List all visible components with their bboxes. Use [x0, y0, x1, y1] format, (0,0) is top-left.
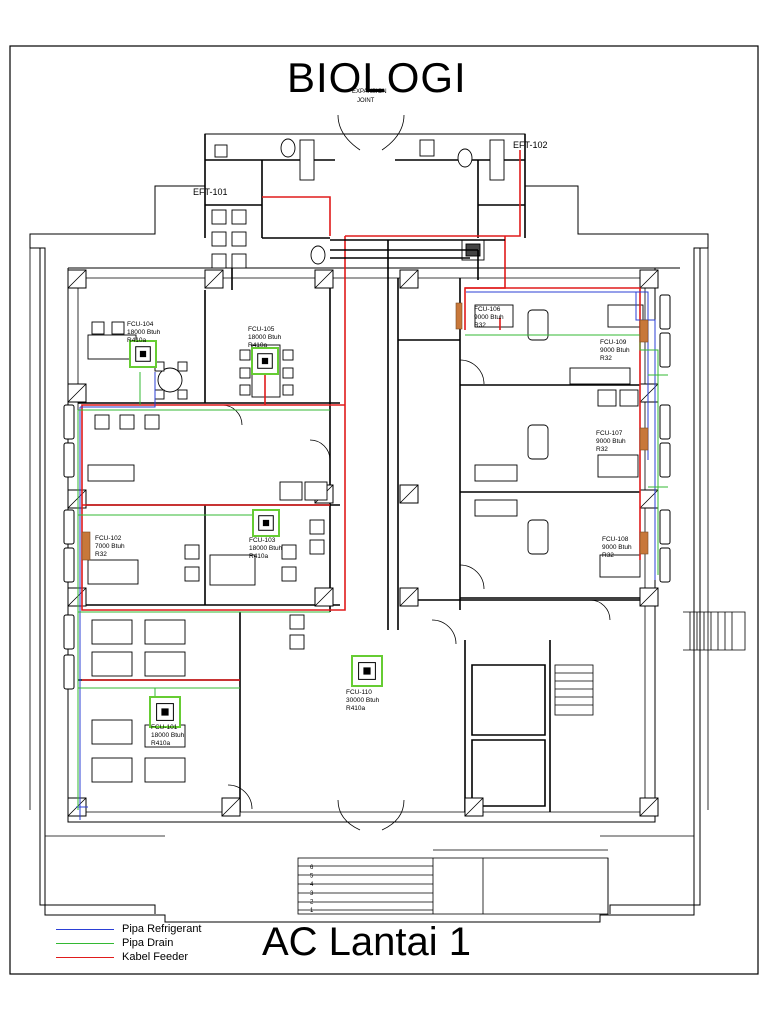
legend-swatch-refrigerant — [56, 928, 114, 930]
legend-label-refrigerant: Pipa Refrigerant — [122, 923, 202, 935]
stair-numbers: 1 2 3 4 5 6 — [310, 865, 314, 914]
fcu-label-line: FCU-110 — [346, 689, 372, 696]
eft-102-label: EFT-102 — [513, 140, 548, 150]
fcu-label-line: FCU-106 — [474, 306, 501, 313]
doors — [221, 114, 611, 831]
stairs — [297, 611, 746, 915]
fcu-label-line: 18000 Btuh — [151, 732, 185, 739]
wall-units — [81, 302, 649, 561]
fcu-core-fcu-103 — [262, 519, 270, 527]
fcu-label-line: R410a — [346, 705, 366, 712]
fcu-label-line: FCU-104 — [127, 321, 154, 328]
fcu-label-line: R32 — [95, 551, 107, 558]
fcu-core-fcu-105 — [261, 357, 269, 365]
fcu-label-line: 9000 Btuh — [602, 544, 632, 551]
legend-item-feeder: Kabel Feeder — [56, 950, 188, 964]
fcu-label-line: 9000 Btuh — [600, 347, 630, 354]
legend-swatch-feeder — [56, 956, 114, 958]
eft-101-label: EFT-101 — [193, 187, 228, 197]
fcu-label-line: FCU-102 — [95, 535, 122, 542]
fcu-label-line: R32 — [600, 355, 612, 362]
fcu-label-line: R32 — [602, 552, 614, 559]
stair-step-number: 5 — [310, 874, 314, 880]
fcu-label-line: R32 — [474, 322, 486, 329]
fcu-label-line: 18000 Btuh — [249, 545, 283, 552]
fcu-label-line: R410a — [249, 553, 269, 560]
expansion-joint-label-2: JOINT — [357, 98, 375, 104]
legend-item-refrigerant: Pipa Refrigerant — [56, 922, 202, 936]
stair-step-number: 6 — [310, 865, 314, 871]
stair-step-number: 3 — [310, 891, 314, 897]
legend-swatch-drain — [56, 942, 114, 944]
fcu-label-line: 30000 Btuh — [346, 697, 380, 704]
fcu-core-fcu-110 — [363, 667, 371, 675]
fcu-label-line: R410a — [127, 337, 147, 344]
toilet-fixtures — [211, 138, 505, 269]
fcu-label-line: 9000 Btuh — [596, 438, 626, 445]
sheet-border — [9, 45, 759, 975]
legend-label-drain: Pipa Drain — [122, 937, 174, 949]
expansion-joint-label: EXPANSION — [352, 89, 387, 95]
windows — [63, 294, 671, 690]
legend-item-drain: Pipa Drain — [56, 936, 173, 950]
stair-step-number: 1 — [310, 908, 314, 914]
fcu-label-line: FCU-101 — [151, 724, 178, 731]
feeder-cable — [81, 150, 641, 681]
fcu-label-line: R410a — [248, 342, 268, 349]
stair-step-number: 4 — [310, 882, 314, 888]
fcu-label-line: 7000 Btuh — [95, 543, 125, 550]
drawing-subtitle: AC Lantai 1 — [262, 920, 472, 964]
stair-step-number: 2 — [310, 899, 314, 905]
building-outline — [29, 133, 709, 923]
legend-label-feeder: Kabel Feeder — [122, 951, 189, 963]
feeder-black-main — [330, 239, 505, 630]
fcu-label-line: FCU-107 — [596, 430, 623, 437]
fcu-core-fcu-104 — [139, 350, 147, 358]
fcu-label-line: FCU-103 — [249, 537, 276, 544]
fcu-label-line: FCU-105 — [248, 326, 275, 333]
fcu-label-line: FCU-108 — [602, 536, 629, 543]
fcu-label-line: FCU-109 — [600, 339, 627, 346]
fcu-label-line: R410a — [151, 740, 171, 747]
fcu-label-line: 9000 Btuh — [474, 314, 504, 321]
refrigerant-pipe — [76, 291, 656, 820]
fcu-label-line: 18000 Btuh — [248, 334, 282, 341]
fcu-core-fcu-101 — [161, 708, 169, 716]
fcu-label-line: R32 — [596, 446, 608, 453]
fcu-box-fcu-101 — [149, 696, 181, 728]
fcu-label-line: 18000 Btuh — [127, 329, 161, 336]
drawing-title: BIOLOGI — [287, 54, 467, 101]
